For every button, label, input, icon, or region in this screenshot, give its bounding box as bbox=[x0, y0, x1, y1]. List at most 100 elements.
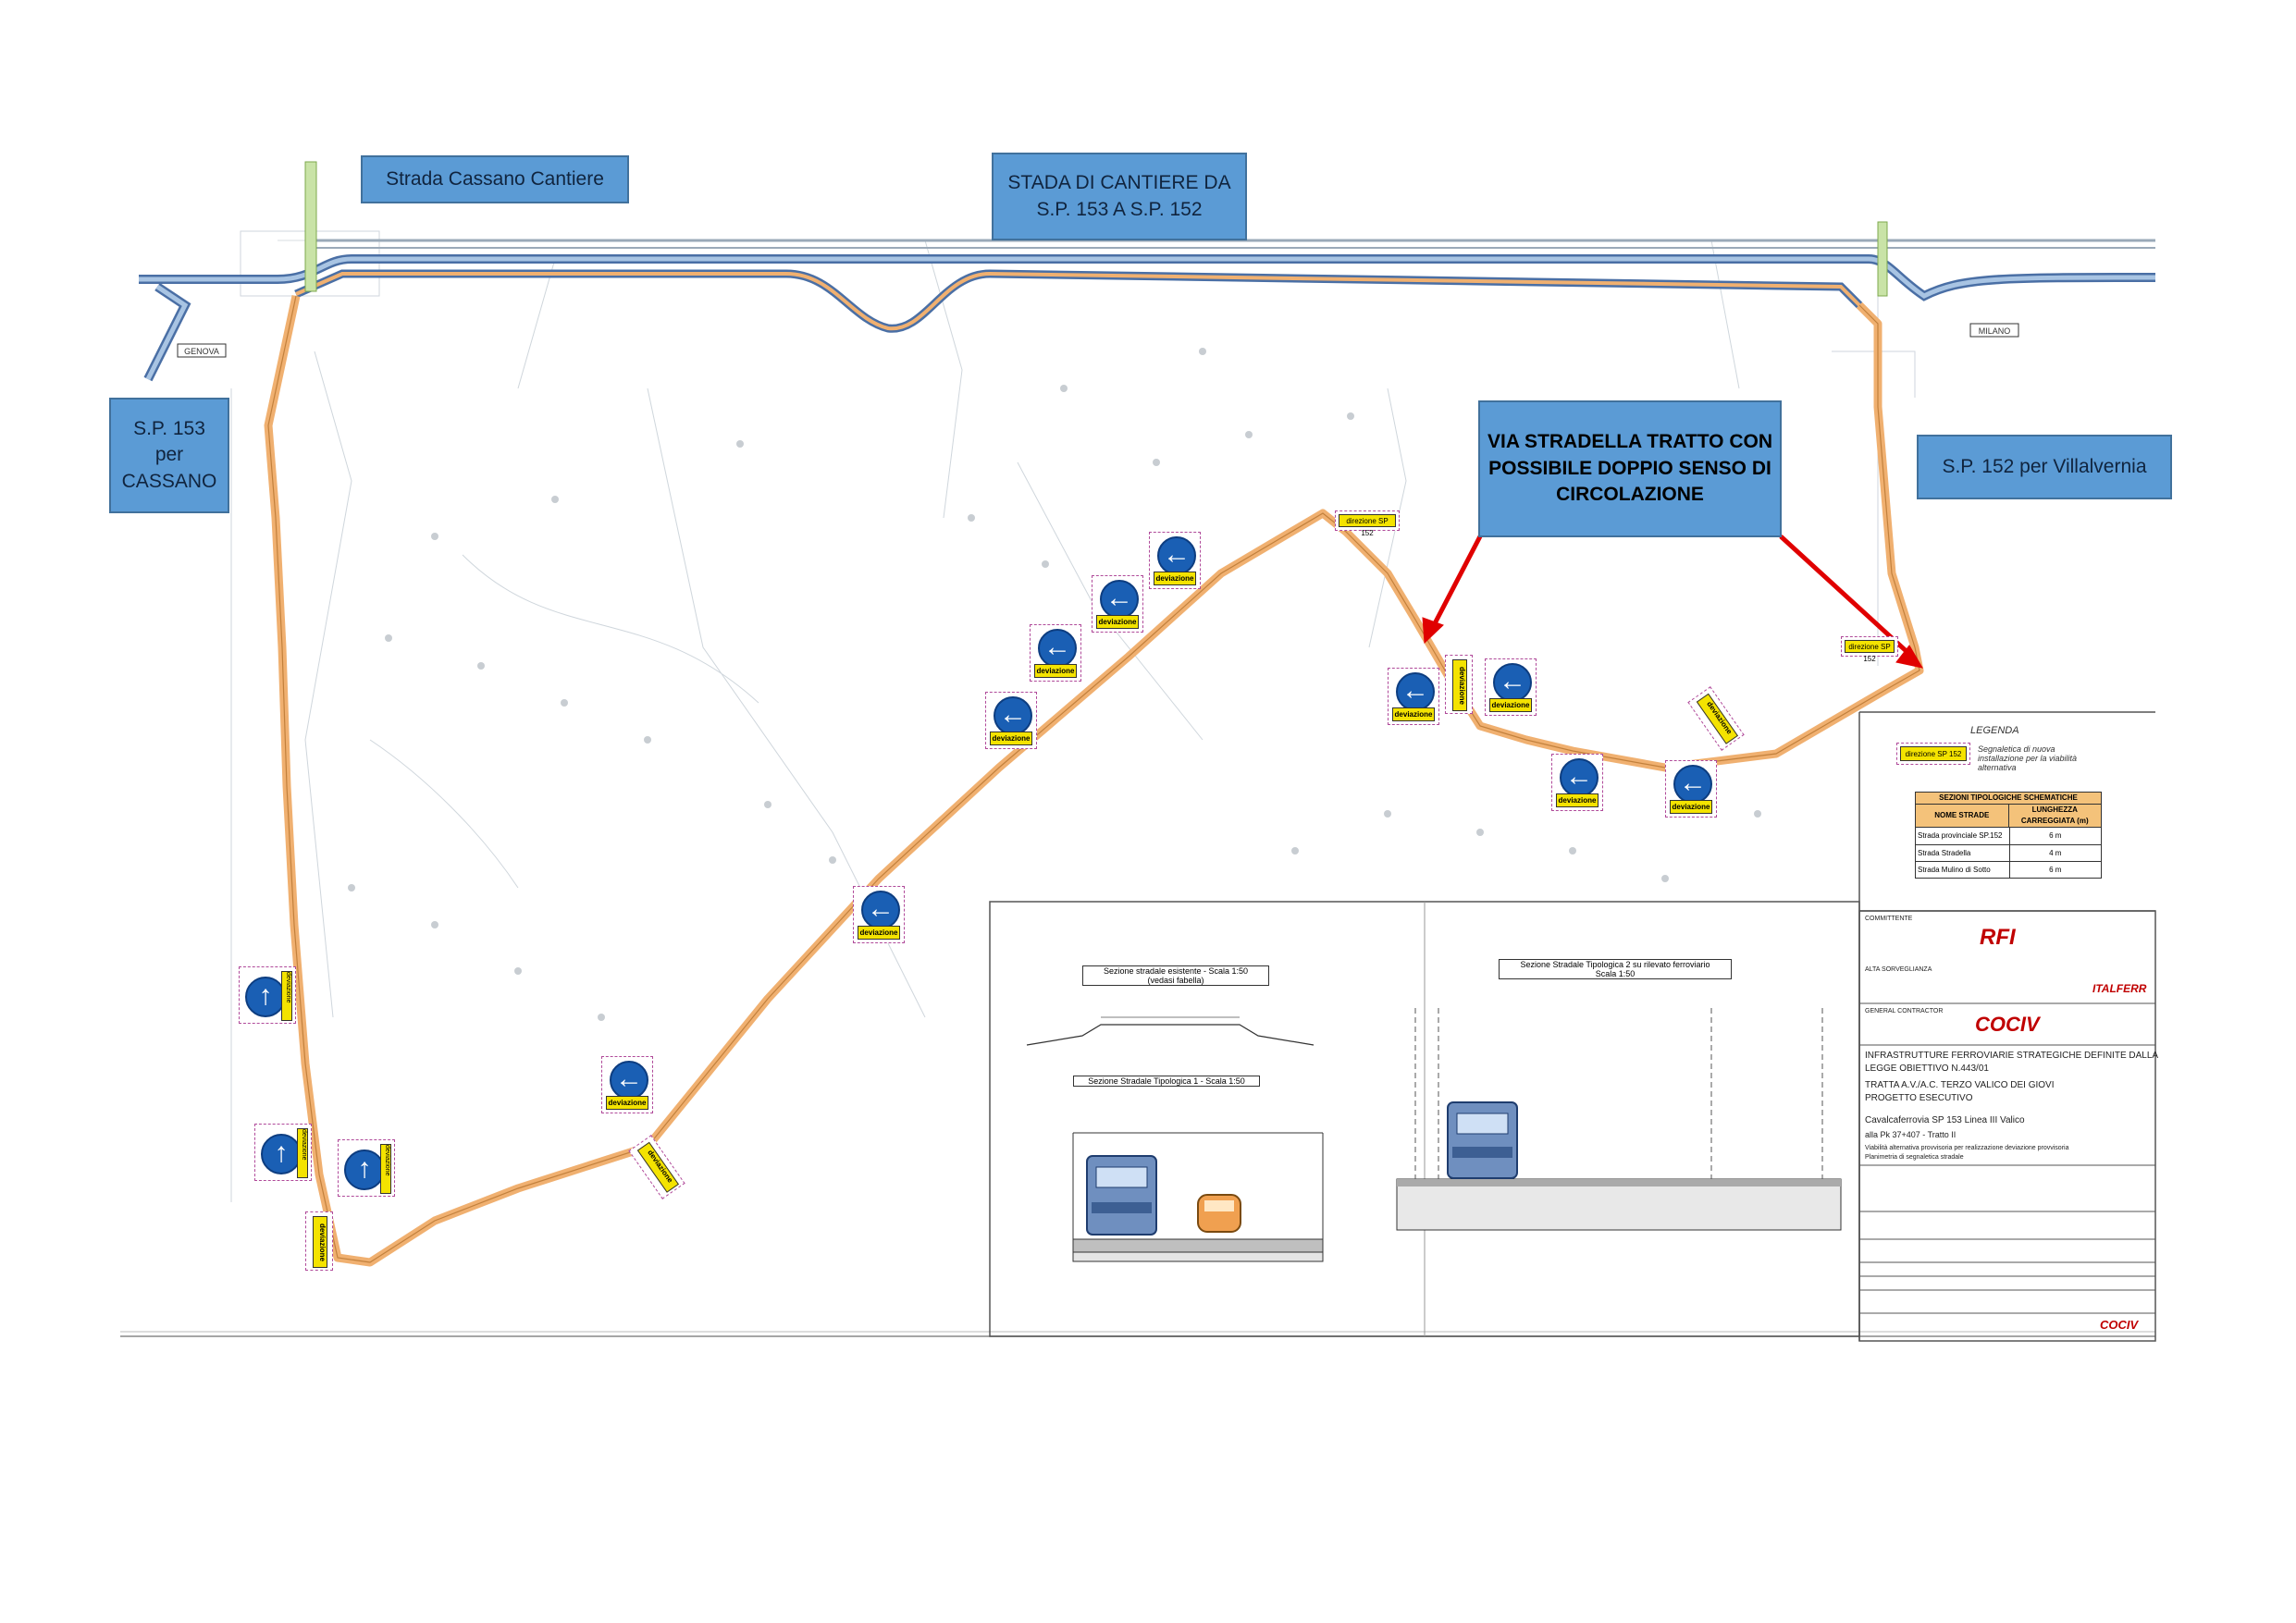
arrow-left-icon: ← bbox=[861, 891, 900, 929]
sign-label: deviazione bbox=[1096, 615, 1139, 629]
table-cell: 6 m bbox=[2049, 831, 2062, 840]
cross-section-typical1 bbox=[1072, 1132, 1324, 1262]
table-cell: Strada Mulino di Sotto bbox=[1916, 862, 2010, 878]
tb-line8: Planimetria di segnaletica stradale bbox=[1865, 1154, 1964, 1161]
italferr-logo: ITALFERR bbox=[2092, 982, 2147, 995]
tb-line4: PROGETTO ESECUTIVO bbox=[1865, 1093, 1973, 1103]
vertical-deviazione-sign: deviazione bbox=[1445, 655, 1473, 714]
sign-label: deviazione bbox=[1392, 707, 1435, 721]
arrow-left-icon: ← bbox=[1157, 536, 1196, 575]
worksite-road bbox=[294, 269, 1863, 333]
milano-label: MILANO bbox=[1979, 326, 2011, 336]
table-row: Strada Stradella 4 m bbox=[1916, 845, 2101, 862]
arrow-left-icon: ← bbox=[1560, 758, 1599, 797]
sign-label: deviazione bbox=[990, 732, 1032, 745]
typical2-section-title: Sezione Stradale Tipologica 2 su rilevat… bbox=[1499, 959, 1732, 979]
vertical-deviazione-sign: deviazione bbox=[305, 1211, 333, 1271]
sign-label: deviazione bbox=[313, 1216, 327, 1268]
detour-route bbox=[264, 295, 1924, 1267]
sign-label: deviazione bbox=[297, 1128, 308, 1178]
cassano-road-strip bbox=[304, 161, 317, 292]
sign-deviazione: ← deviazione bbox=[1149, 532, 1201, 589]
arrow-left-icon: ← bbox=[610, 1061, 648, 1100]
sign-label: deviazione bbox=[1154, 572, 1196, 585]
direction-boxes: GENOVA MILANO bbox=[177, 323, 2019, 358]
sign-deviazione: ← deviazione bbox=[1551, 754, 1603, 811]
sign-label: deviazione bbox=[606, 1096, 648, 1110]
title-block-frame bbox=[1858, 910, 2156, 1342]
col-header-lunghezza: LUNGHEZZA CARREGGIATA (m) bbox=[2020, 805, 2089, 825]
table-row: Strada provinciale SP.152 6 m bbox=[1916, 828, 2101, 845]
tb-line5: Cavalcaferrovia SP 153 Linea III Valico bbox=[1865, 1115, 2025, 1125]
arrow-up-icon: ↑ bbox=[245, 977, 286, 1017]
tb-line6: alla Pk 37+407 - Tratto II bbox=[1865, 1130, 1957, 1139]
callout-strada-cassano-cantiere: Strada Cassano Cantiere bbox=[361, 155, 629, 203]
sign-label: deviazione bbox=[858, 926, 900, 940]
sign-label: deviazione bbox=[1034, 664, 1077, 678]
legend-title: LEGENDA bbox=[1970, 725, 2019, 736]
sign-direzione-sp152: direzione SP 152 bbox=[1335, 510, 1400, 537]
sign-deviazione: ← deviazione bbox=[985, 692, 1037, 749]
tb-line2: LEGGE OBIETTIVO N.443/01 bbox=[1865, 1064, 1989, 1074]
sign-label: direzione SP 152 bbox=[1845, 640, 1895, 663]
sp152-road-strip bbox=[1877, 221, 1888, 297]
sign-deviazione: ← deviazione bbox=[1092, 575, 1143, 633]
callout-stada-di-cantiere: STADA DI CANTIERE DA S.P. 153 A S.P. 152 bbox=[992, 153, 1247, 240]
sign-direzione-sp152: direzione SP 152 bbox=[1841, 636, 1898, 663]
sign-straight-ahead: ↑ deviazione bbox=[254, 1124, 312, 1181]
arrow-left-icon: ← bbox=[1038, 629, 1077, 668]
callout-via-stradella: VIA STRADELLA TRATTO CON POSSIBILE DOPPI… bbox=[1478, 400, 1782, 537]
sign-deviazione: ← deviazione bbox=[1388, 668, 1439, 725]
sign-label: deviazione bbox=[1670, 800, 1712, 814]
sign-deviazione: ← deviazione bbox=[853, 886, 905, 943]
table-cell: Strada Stradella bbox=[1916, 845, 2010, 861]
sign-deviazione: ← deviazione bbox=[1665, 760, 1717, 818]
arrow-left-icon: ← bbox=[994, 696, 1032, 735]
main-road bbox=[139, 239, 2156, 382]
sign-label: deviazione bbox=[1489, 698, 1532, 712]
sections-table-title: SEZIONI TIPOLOGICHE SCHEMATICHE bbox=[1916, 793, 2101, 805]
tb-line7: Viabilità alternativa provvisoria per re… bbox=[1865, 1145, 2069, 1151]
rfi-logo: RFI bbox=[1980, 925, 2016, 950]
sign-straight-ahead: ↑ deviazione bbox=[239, 966, 296, 1024]
cociv-logo: COCIV bbox=[1975, 1013, 2040, 1036]
arrow-left-icon: ← bbox=[1396, 672, 1435, 711]
table-cell: Strada provinciale SP.152 bbox=[1916, 828, 2010, 844]
table-cell: 6 m bbox=[2049, 866, 2062, 874]
sign-label: deviazione bbox=[1556, 793, 1599, 807]
arrow-up-icon: ↑ bbox=[344, 1150, 385, 1190]
cross-section-existing bbox=[1026, 1016, 1315, 1046]
sign-label: deviazione bbox=[1452, 659, 1467, 711]
sections-table: SEZIONI TIPOLOGICHE SCHEMATICHE NOME STR… bbox=[1915, 792, 2102, 879]
sign-label: deviazione bbox=[281, 971, 292, 1021]
arrow-left-icon: ← bbox=[1673, 765, 1712, 804]
typical1-section-title: Sezione Stradale Tipologica 1 - Scala 1:… bbox=[1073, 1076, 1260, 1087]
arrow-up-icon: ↑ bbox=[261, 1134, 302, 1174]
red-arrows bbox=[1422, 535, 1924, 669]
cociv-small-logo: COCIV bbox=[2100, 1318, 2139, 1332]
tb-general-contractor: GENERAL CONTRACTOR bbox=[1865, 1008, 1944, 1014]
sign-deviazione: ← deviazione bbox=[1485, 658, 1537, 716]
existing-section-title: Sezione stradale esistente - Scala 1:50 … bbox=[1082, 965, 1269, 986]
callout-sp152-villalvernia: S.P. 152 per Villalvernia bbox=[1917, 435, 2172, 499]
tb-alta-sorveglianza: ALTA SORVEGLIANZA bbox=[1865, 966, 1932, 973]
legend-sample-label: direzione SP 152 bbox=[1900, 746, 1967, 761]
sign-deviazione: ← deviazione bbox=[601, 1056, 653, 1113]
arrow-left-icon: ← bbox=[1493, 663, 1532, 702]
callout-sp153-cassano: S.P. 153 per CASSANO bbox=[109, 398, 229, 513]
legend-sample-sign: direzione SP 152 bbox=[1896, 743, 1970, 765]
cross-section-typical2 bbox=[1396, 1008, 1842, 1231]
tb-line3: TRATTA A.V./A.C. TERZO VALICO DEI GIOVI bbox=[1865, 1080, 2055, 1090]
sign-label: deviazione bbox=[380, 1144, 391, 1194]
tb-line1: INFRASTRUTTURE FERROVIARIE STRATEGICHE D… bbox=[1865, 1051, 2159, 1061]
genova-label: GENOVA bbox=[184, 347, 219, 356]
table-cell: 4 m bbox=[2049, 849, 2062, 857]
legend-description: Segnaletica di nuova installazione per l… bbox=[1978, 744, 2078, 772]
table-row: Strada Mulino di Sotto 6 m bbox=[1916, 862, 2101, 878]
tb-committente: COMMITTENTE bbox=[1865, 916, 1913, 922]
col-header-nome: NOME STRADE bbox=[1916, 805, 2009, 827]
sign-label: direzione SP 152 bbox=[1339, 514, 1396, 537]
sign-straight-ahead: ↑ deviazione bbox=[338, 1139, 395, 1197]
sign-deviazione: ← deviazione bbox=[1030, 624, 1081, 682]
